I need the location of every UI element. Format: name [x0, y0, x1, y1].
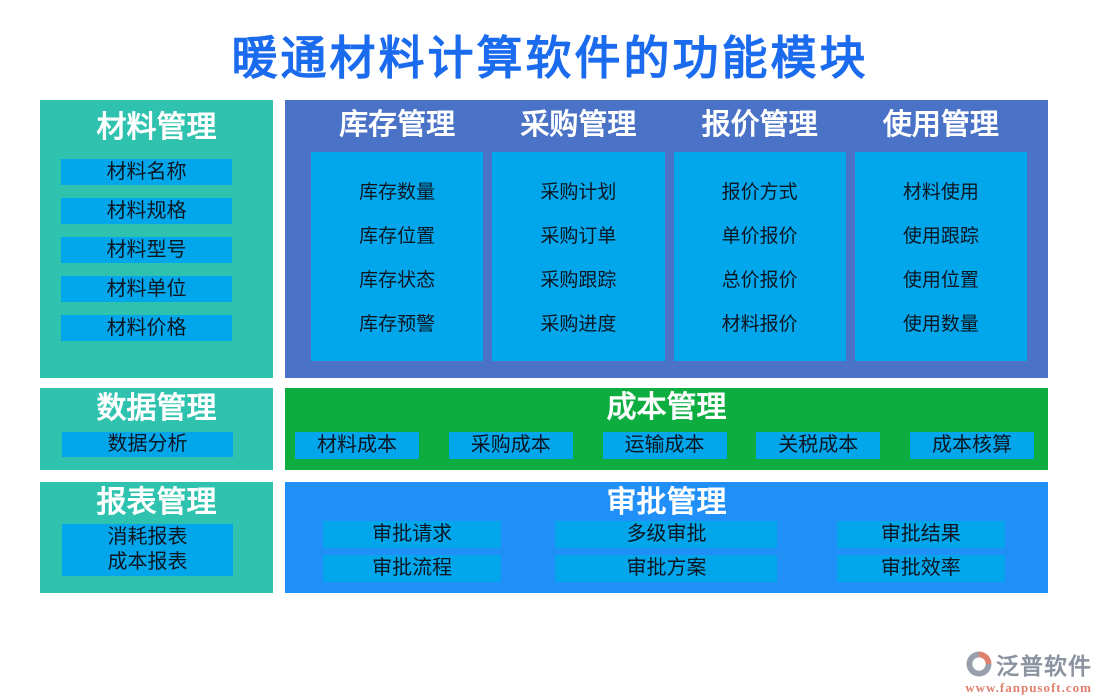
column-header: 采购管理	[520, 109, 637, 141]
cost-item-transport: 运输成本	[602, 432, 727, 459]
card-item: 采购计划	[540, 182, 617, 203]
material-panel: 材料管理 材料名称 材料规格 材料型号 材料单位 材料价格	[40, 100, 273, 378]
column-card: 报价方式 单价报价 总价报价 材料报价	[673, 152, 846, 361]
card-item: 库存位置	[359, 226, 436, 247]
approval-item-process: 审批流程	[323, 555, 502, 582]
data-panel-header: 数据管理	[96, 392, 217, 425]
card-item: 库存预警	[359, 314, 436, 335]
column-quotation: 报价管理 报价方式 单价报价 总价报价 材料报价	[673, 100, 846, 378]
approval-item-request: 审批请求	[323, 521, 502, 548]
material-item-model: 材料型号	[61, 237, 232, 263]
card-item: 报价方式	[721, 182, 798, 203]
data-analysis-item: 数据分析	[62, 432, 233, 457]
report-box: 消耗报表 成本报表	[62, 524, 233, 576]
page-title: 暖通材料计算软件的功能模块	[231, 33, 869, 84]
card-item: 库存数量	[359, 182, 436, 203]
column-card: 库存数量 库存位置 库存状态 库存预警	[311, 152, 484, 361]
column-card: 采购计划 采购订单 采购跟踪 采购进度	[492, 152, 665, 361]
approval-item-multilevel: 多级审批	[555, 521, 778, 548]
column-header: 库存管理	[339, 109, 456, 141]
column-purchase: 采购管理 采购计划 采购订单 采购跟踪 采购进度	[492, 100, 665, 378]
footer-brand: 泛普软件 www.fanpusoft.com	[964, 647, 1092, 696]
approval-panel-header: 审批管理	[606, 486, 727, 519]
approval-panel: 审批管理 审批请求 多级审批 审批结果 审批流程 审批方案 审批效率	[285, 482, 1048, 593]
card-item: 总价报价	[721, 270, 798, 291]
cost-panel-header: 成本管理	[606, 391, 727, 424]
card-item: 使用位置	[902, 270, 979, 291]
report-panel: 报表管理 消耗报表 成本报表	[40, 482, 273, 593]
card-item: 材料使用	[902, 182, 979, 203]
report-panel-header: 报表管理	[96, 486, 217, 519]
card-item: 单价报价	[721, 226, 798, 247]
fanpu-logo-icon	[964, 649, 994, 679]
card-item: 使用数量	[902, 314, 979, 335]
card-item: 材料报价	[721, 314, 798, 335]
cost-item-tariff: 关税成本	[756, 432, 881, 459]
approval-item-plan: 审批方案	[555, 555, 778, 582]
approval-item-efficiency: 审批效率	[836, 555, 1005, 582]
report-item-consumption: 消耗报表	[107, 526, 188, 548]
material-panel-header: 材料管理	[96, 111, 217, 144]
card-item: 库存状态	[359, 270, 436, 291]
brand-url: www.fanpusoft.com	[965, 680, 1092, 695]
material-item-name: 材料名称	[61, 159, 232, 185]
data-panel: 数据管理 数据分析	[40, 388, 273, 470]
material-item-price: 材料价格	[61, 315, 232, 341]
card-item: 采购订单	[540, 226, 617, 247]
material-item-spec: 材料规格	[61, 198, 232, 224]
column-inventory: 库存管理 库存数量 库存位置 库存状态 库存预警	[311, 100, 484, 378]
column-header: 报价管理	[701, 109, 818, 141]
report-item-cost: 成本报表	[107, 551, 188, 573]
column-card: 材料使用 使用跟踪 使用位置 使用数量	[854, 152, 1027, 361]
cost-item-accounting: 成本核算	[910, 432, 1034, 459]
approval-item-result: 审批结果	[836, 521, 1005, 548]
column-header: 使用管理	[882, 109, 999, 141]
column-usage: 使用管理 材料使用 使用跟踪 使用位置 使用数量	[854, 100, 1027, 378]
brand-name: 泛普软件	[996, 654, 1092, 679]
material-item-unit: 材料单位	[61, 276, 232, 302]
cost-item-purchase: 采购成本	[448, 432, 573, 459]
card-item: 采购跟踪	[540, 270, 617, 291]
card-item: 使用跟踪	[902, 226, 979, 247]
card-item: 采购进度	[540, 314, 617, 335]
cost-panel: 成本管理 材料成本 采购成本 运输成本 关税成本 成本核算	[285, 388, 1048, 470]
main-panel: 库存管理 库存数量 库存位置 库存状态 库存预警 采购管理 采购计划 采购订单 …	[285, 100, 1048, 378]
cost-item-material: 材料成本	[295, 432, 419, 459]
